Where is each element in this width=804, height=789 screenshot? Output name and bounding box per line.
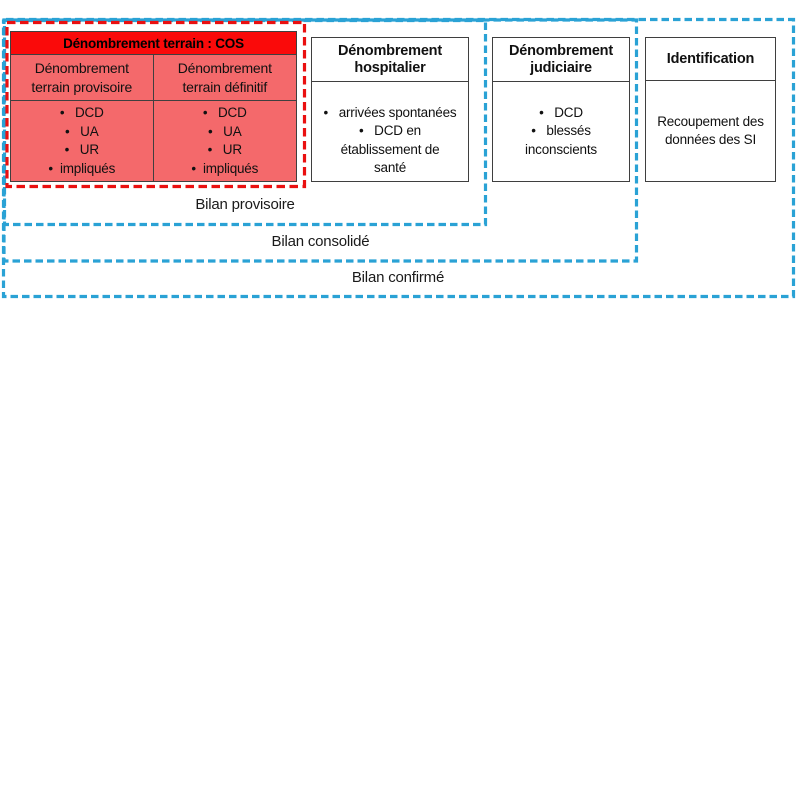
identification-box: Identification Recoupement des données d… [645, 37, 776, 182]
list-item: • impliqués [48, 160, 116, 176]
bilan-confirme-label: Bilan confirmé [351, 269, 445, 286]
judiciaire-box: Dénombrement judiciaire • DCD • blessés i… [492, 37, 630, 182]
terrain-col-definitif-list: • DCD • UA • UR • impliqués [154, 101, 297, 181]
terrain-table-header: Dénombrement terrain : COS [11, 32, 296, 55]
list-item: • UA [64, 123, 99, 139]
terrain-col-provisoire-heading: Dénombrement terrain provisoire [11, 55, 153, 101]
terrain-table: Dénombrement terrain : COS Dénombrement … [10, 31, 297, 182]
terrain-col-provisoire-list: • DCD • UA • UR • impliqués [11, 101, 153, 181]
identification-box-content: Recoupement des données des SI [646, 81, 775, 181]
list-item: • DCD [202, 105, 247, 120]
list-item: • UR [207, 142, 242, 157]
terrain-col-provisoire: Dénombrement terrain provisoire • DCD • U… [11, 55, 154, 181]
identification-box-title: Identification [646, 38, 775, 81]
hospitalier-box-content: • arrivées spontanées • DCD en établissem… [312, 82, 468, 181]
list-item: • DCD [539, 104, 583, 120]
judiciaire-box-content: • DCD • blessés inconscients [493, 82, 629, 181]
judiciaire-box-title: Dénombrement judiciaire [493, 38, 629, 82]
hospitalier-box-title: Dénombrement hospitalier [312, 38, 468, 82]
terrain-table-body: Dénombrement terrain provisoire • DCD • U… [11, 55, 296, 181]
terrain-col-definitif: Dénombrement terrain définitif • DCD • UA… [153, 55, 297, 181]
bilan-provisoire-label: Bilan provisoire [195, 196, 295, 213]
terrain-col-definitif-heading: Dénombrement terrain définitif [153, 55, 296, 101]
list-item: • blessés inconscients [525, 123, 597, 157]
identification-text: Recoupement des données des SI [657, 113, 764, 148]
list-item: • arrivées spontanées [323, 104, 457, 120]
list-item: • UA [207, 123, 242, 139]
list-item: • DCD [59, 105, 104, 120]
hospitalier-box: Dénombrement hospitalier • arrivées spon… [311, 37, 469, 182]
list-item: • DCD en établissement de santé [340, 123, 440, 175]
list-item: • UR [64, 142, 99, 157]
list-item: • impliqués [191, 160, 259, 176]
bilan-consolide-label: Bilan consolidé [271, 233, 370, 250]
